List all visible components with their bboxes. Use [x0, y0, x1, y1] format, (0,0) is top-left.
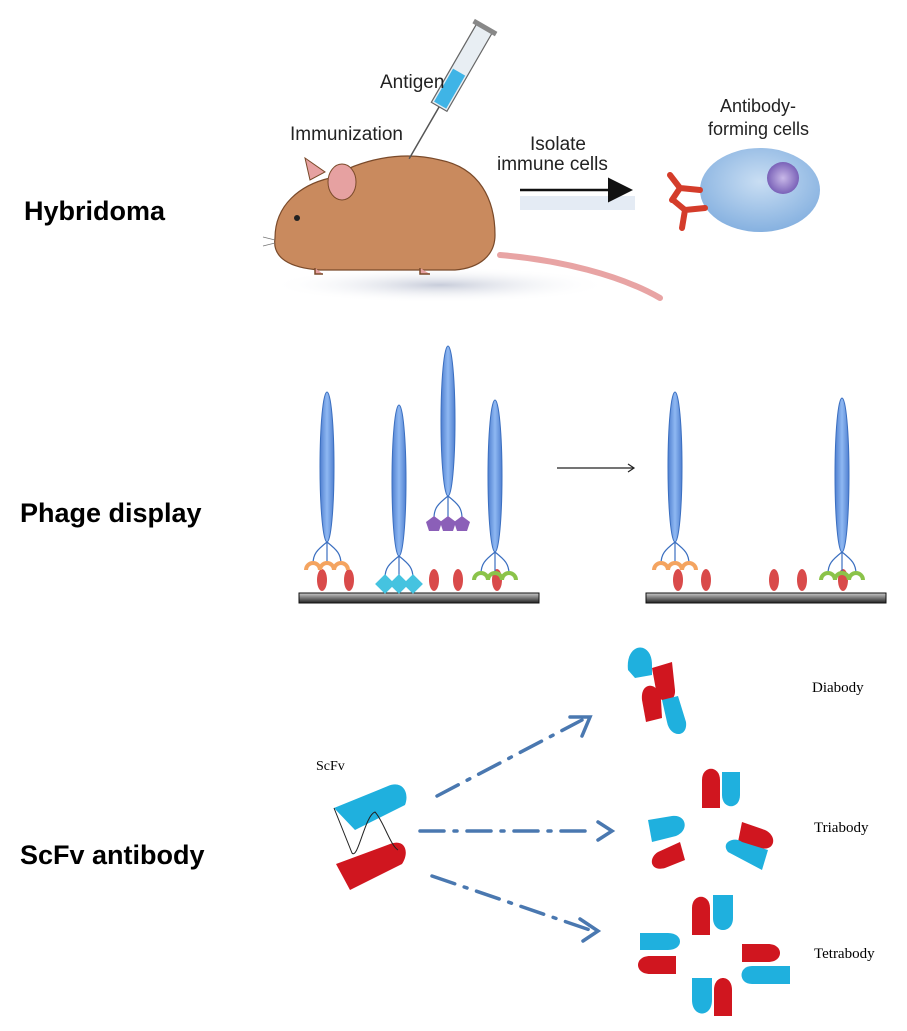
displayed-ligand [472, 571, 490, 580]
immunization-label: Immunization [290, 124, 403, 145]
displayed-ligand [318, 561, 336, 570]
phage-tail-fibers [660, 541, 690, 565]
phage-tail-fibers [480, 551, 510, 575]
mouse-shadow [270, 267, 610, 303]
tetrabody-molecule [638, 895, 790, 1016]
displayed-ligand [332, 561, 350, 570]
row-label-scfv-antibody: ScFv antibody [20, 840, 205, 870]
displayed-ligand [486, 571, 504, 580]
displayed-ligand [454, 516, 470, 531]
surface-antigen [453, 569, 463, 591]
displayed-ligand [403, 574, 423, 594]
displayed-ligand [426, 516, 442, 531]
arrowhead-tetrabody [578, 917, 602, 943]
cells-label-line1: Antibody- [720, 96, 796, 116]
phage-particle [391, 404, 407, 557]
surface-antigen [429, 569, 439, 591]
phage-display-panel [298, 345, 887, 604]
isolate-label-line1: Isolate [530, 134, 586, 155]
displayed-ligand [819, 571, 837, 580]
displayed-ligand [389, 574, 409, 594]
scfv-label: ScFv [316, 759, 345, 774]
displayed-ligand [304, 561, 322, 570]
antigen-label: Antigen [380, 72, 444, 93]
phage-particle [487, 399, 503, 553]
phage-particle [319, 391, 335, 543]
displayed-ligand [847, 571, 865, 580]
row-label-phage-display: Phage display [20, 498, 202, 528]
antibody-icon [667, 172, 708, 231]
syringe-icon [408, 18, 498, 160]
mouse-icon [262, 155, 663, 301]
diabody-label: Diabody [812, 680, 864, 696]
arrowhead-triabody [596, 820, 616, 842]
selection-arrowhead [627, 463, 636, 473]
phage-tail-fibers [827, 551, 857, 575]
surface-after [645, 592, 887, 604]
surface-before [298, 592, 540, 604]
cells-label-line2: forming cells [708, 119, 809, 139]
surface-antigen [344, 569, 354, 591]
triabody-molecule [648, 768, 774, 870]
arrow-to-tetrabody [430, 874, 592, 932]
tetrabody-label: Tetrabody [814, 946, 875, 962]
arrowhead-diabody [568, 715, 593, 738]
displayed-ligand [666, 561, 684, 570]
displayed-ligand [375, 574, 395, 594]
displayed-ligand [500, 571, 518, 580]
displayed-ligand [652, 561, 670, 570]
phage-tail-fibers [312, 541, 342, 565]
triabody-label: Triabody [814, 820, 869, 836]
surface-antigen [797, 569, 807, 591]
displayed-ligand [833, 571, 851, 580]
row-label-hybridoma: Hybridoma [24, 196, 166, 226]
surface-antigen [769, 569, 779, 591]
surface-antigen [673, 569, 683, 591]
phage-particle [440, 345, 456, 497]
phage-particle [667, 391, 683, 543]
surface-antigen [701, 569, 711, 591]
isolate-label-line2: immune cells [497, 154, 608, 175]
arrow-shadow [520, 196, 635, 210]
phage-tail-fibers [433, 495, 463, 519]
cell-nucleus [767, 162, 799, 194]
displayed-ligand [440, 516, 456, 531]
arrow-to-diabody [435, 718, 584, 798]
scfv-molecule [333, 784, 407, 890]
hybridoma-panel: Antigen Immunization Isolate immune cell… [262, 18, 820, 303]
diabody-molecule [627, 647, 687, 734]
phage-particle [834, 397, 850, 553]
scfv-panel: ScFv Diabody [316, 647, 875, 1016]
surface-antigen [317, 569, 327, 591]
displayed-ligand [680, 561, 698, 570]
antibody-forming-cell [700, 148, 820, 232]
